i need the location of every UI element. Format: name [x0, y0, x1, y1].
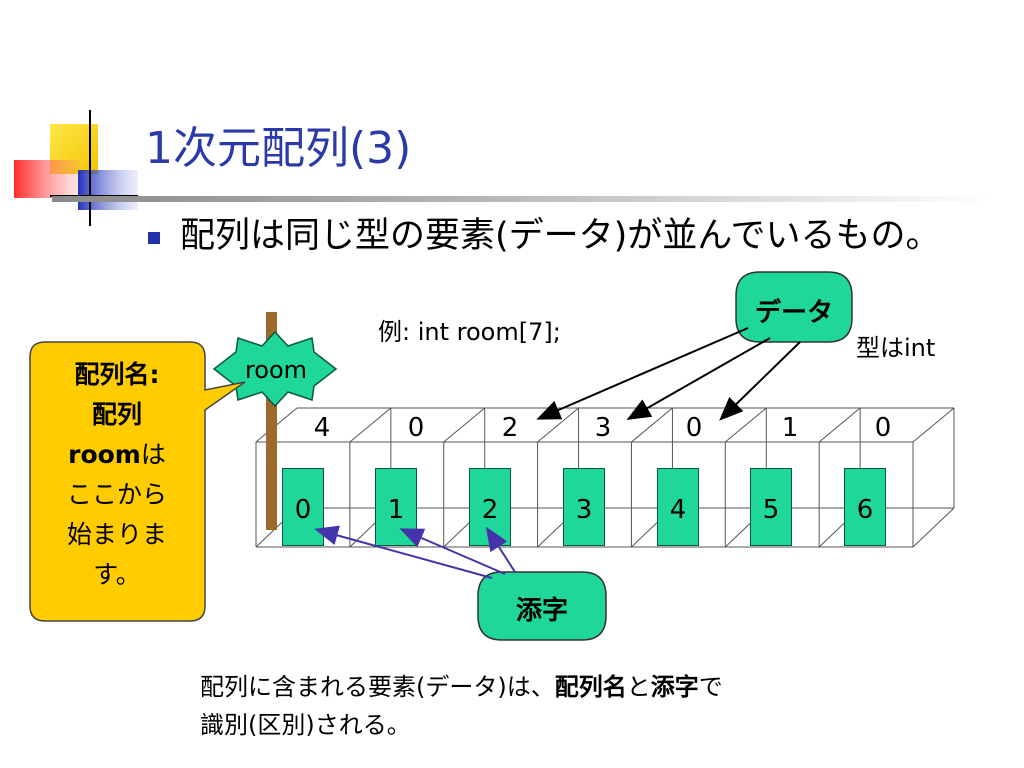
data-arrow [540, 328, 748, 418]
subscript-arrow [318, 530, 492, 578]
callout-line: 配列 [36, 395, 198, 435]
caption-text: 配列に含まれる要素(データ)は、 [200, 673, 555, 701]
caption-line-2: 識別(区別)される。 [200, 706, 960, 744]
callout-line: す。 [36, 555, 198, 595]
data-arrow [722, 342, 800, 418]
caption: 配列に含まれる要素(データ)は、配列名と添字で 識別(区別)される。 [200, 668, 960, 744]
subscript-arrow [488, 530, 515, 572]
callout-fragment: は [141, 440, 166, 469]
callout-line: 配列名: [36, 355, 198, 395]
callout-fragment: room [68, 440, 141, 469]
array-name-callout-text: 配列名: 配列 roomは ここから 始まりま す。 [36, 355, 198, 595]
data-arrow [630, 338, 770, 418]
caption-text: と [627, 673, 651, 701]
subscript-callout-text: 添字 [480, 590, 604, 627]
caption-text: で [699, 673, 723, 701]
caption-line-1: 配列に含まれる要素(データ)は、配列名と添字で [200, 668, 960, 706]
callout-line: ここから [36, 475, 198, 515]
data-callout-text: データ [738, 292, 850, 329]
caption-bold: 配列名 [555, 673, 627, 701]
caption-bold: 添字 [651, 673, 699, 701]
callout-line: 始まりま [36, 515, 198, 555]
callout-line: roomは [36, 435, 198, 475]
